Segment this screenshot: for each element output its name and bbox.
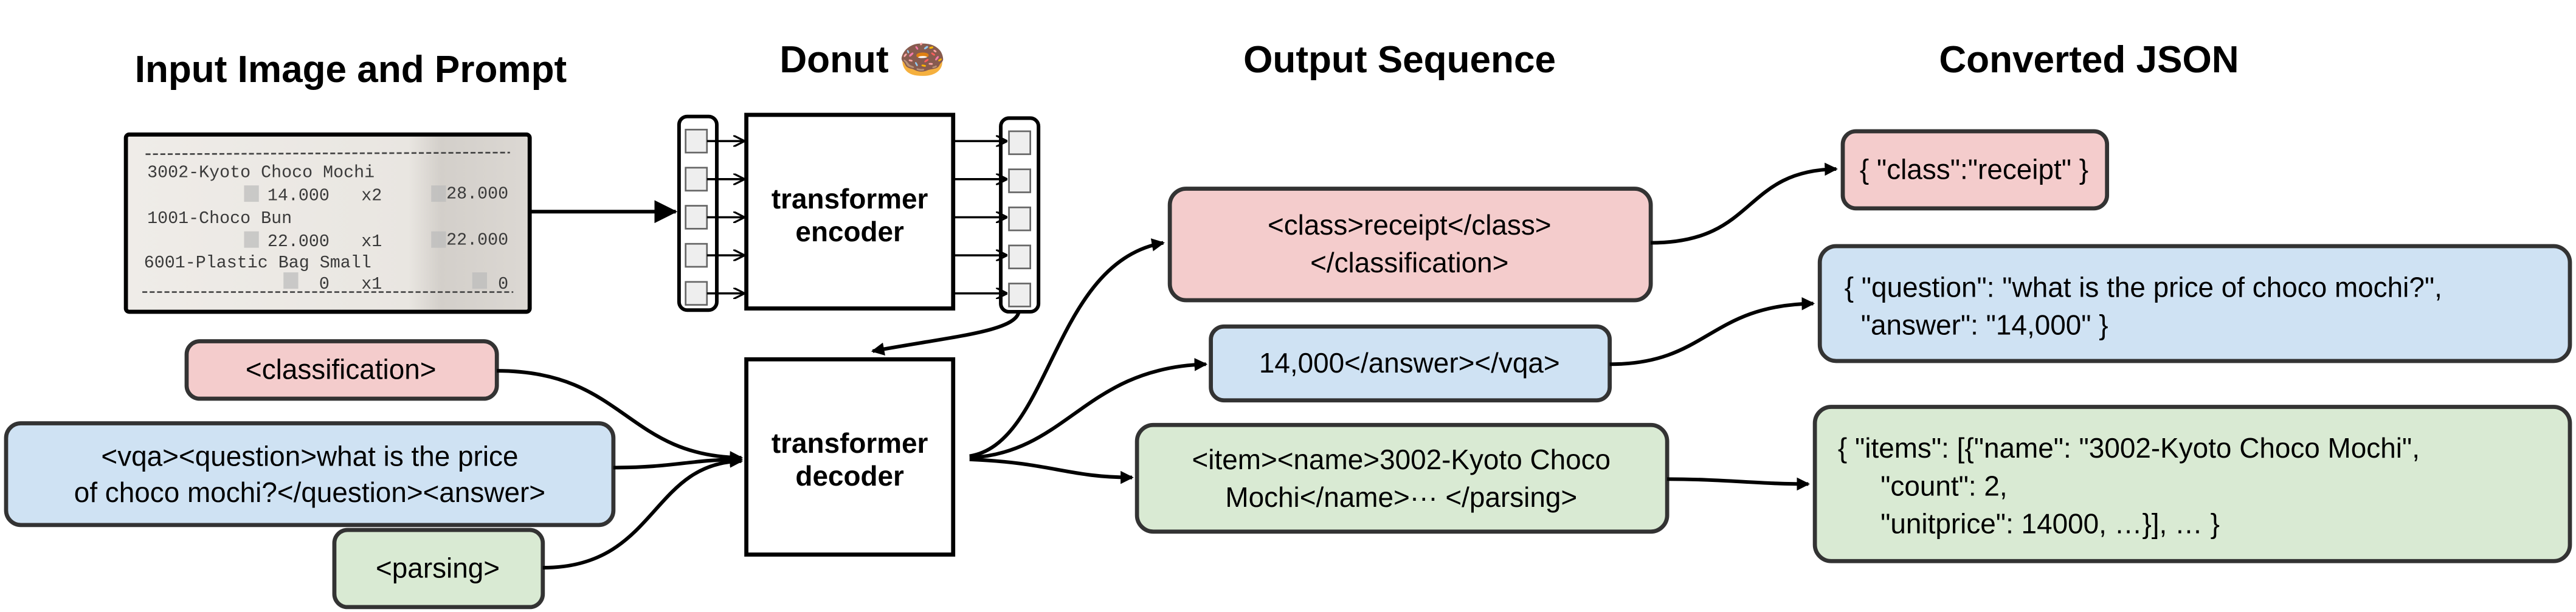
receipt-line: x1 xyxy=(361,232,382,252)
output-parsing: <item><name>3002-Kyoto Choco Mochi</name… xyxy=(1134,422,1670,534)
arrow-decoder-to-vqa-output xyxy=(969,358,1208,460)
receipt-line: x2 xyxy=(361,185,382,205)
receipt-line: 14.000 xyxy=(268,185,330,205)
json-classification-text: { "class":"receipt" } xyxy=(1860,153,2088,185)
input-token xyxy=(685,281,708,306)
prompt-classification-text: <classification> xyxy=(246,354,437,385)
arrow-class-to-json xyxy=(1651,162,1838,245)
encoder-label-line: encoder xyxy=(795,216,904,247)
json-vqa-line: "answer": "14,000" } xyxy=(1861,309,2108,341)
prompt-parsing-text: <parsing> xyxy=(376,552,500,583)
receipt-line: x1 xyxy=(361,274,382,294)
receipt-image: 3002-Kyoto Choco Mochi 14.000 x2 28.000 … xyxy=(123,132,532,314)
output-classification: <class>receipt</class> </classification> xyxy=(1167,187,1653,303)
output-token xyxy=(1008,168,1031,193)
arrow-vqa-to-json xyxy=(1609,297,1815,366)
prompt-classification: <classification> xyxy=(184,339,499,401)
title-output-sequence: Output Sequence xyxy=(1243,39,1556,81)
arrow-vqa-to-decoder xyxy=(613,453,744,470)
receipt-line: 3002-Kyoto Choco Mochi xyxy=(147,163,375,183)
receipt-line: 6001-Plastic Bag Small xyxy=(144,253,371,273)
arrow-classification-to-decoder xyxy=(497,369,744,464)
output-token xyxy=(1008,244,1031,270)
receipt-line: 1001-Choco Bun xyxy=(147,208,292,229)
arrow-decoder-to-class-output xyxy=(969,238,1165,458)
transformer-decoder: transformer decoder xyxy=(744,357,956,557)
encoder-label-line: transformer xyxy=(772,183,928,215)
json-vqa: { "question": "what is the price of choc… xyxy=(1817,244,2572,363)
prompt-vqa: <vqa><question>what is the price of choc… xyxy=(4,421,616,528)
transformer-encoder: transformer encoder xyxy=(744,112,956,311)
input-token xyxy=(685,242,708,268)
output-parsing-line: Mochi</name>··· </parsing> xyxy=(1225,481,1577,513)
title-input-image-and-prompt: Input Image and Prompt xyxy=(135,49,567,91)
receipt-line: 22.000 xyxy=(446,230,508,250)
encoder-output-tokens xyxy=(999,116,1041,314)
receipt-line: 0 xyxy=(498,274,508,294)
output-classification-line: <class>receipt</class> xyxy=(1268,209,1552,241)
output-vqa: 14,000</answer></vqa> xyxy=(1209,324,1612,403)
prompt-parsing: <parsing> xyxy=(332,528,545,610)
json-vqa-line: { "question": "what is the price of choc… xyxy=(1845,272,2442,303)
title-converted-json: Converted JSON xyxy=(1939,39,2239,81)
title-donut: Donut 🍩 xyxy=(779,39,946,81)
decoder-label-line: transformer xyxy=(772,427,928,459)
json-parsing-line: { "items": [{"name": "3002-Kyoto Choco M… xyxy=(1838,432,2420,464)
input-token xyxy=(685,128,708,154)
receipt-line: 28.000 xyxy=(446,184,508,204)
output-token xyxy=(1008,130,1031,156)
decoder-label-line: decoder xyxy=(795,460,904,492)
prompt-vqa-line: of choco mochi?</question><answer> xyxy=(74,476,545,508)
arrow-encoder-to-decoder xyxy=(871,311,1021,356)
output-classification-line: </classification> xyxy=(1310,247,1508,278)
output-vqa-text: 14,000</answer></vqa> xyxy=(1259,347,1560,379)
json-classification: { "class":"receipt" } xyxy=(1840,129,2110,211)
arrow-parsing-to-json xyxy=(1667,477,1811,491)
output-token xyxy=(1008,283,1031,308)
input-token xyxy=(685,167,708,192)
output-parsing-line: <item><name>3002-Kyoto Choco xyxy=(1192,444,1611,475)
encoder-input-tokens xyxy=(677,114,719,312)
arrow-decoder-to-parsing-output xyxy=(969,457,1134,484)
input-token xyxy=(685,205,708,230)
receipt-line: 0 xyxy=(319,274,330,294)
prompt-vqa-line: <vqa><question>what is the price xyxy=(101,441,518,472)
json-parsing: { "items": [{"name": "3002-Kyoto Choco M… xyxy=(1812,405,2572,563)
json-parsing-line: "unitprice": 14000, …}], … } xyxy=(1880,507,2220,539)
output-token xyxy=(1008,206,1031,232)
receipt-line: 22.000 xyxy=(268,232,330,252)
token-arrows xyxy=(706,141,1006,294)
json-parsing-line: "count": 2, xyxy=(1880,470,2008,501)
arrow-parsing-to-decoder xyxy=(542,455,744,570)
